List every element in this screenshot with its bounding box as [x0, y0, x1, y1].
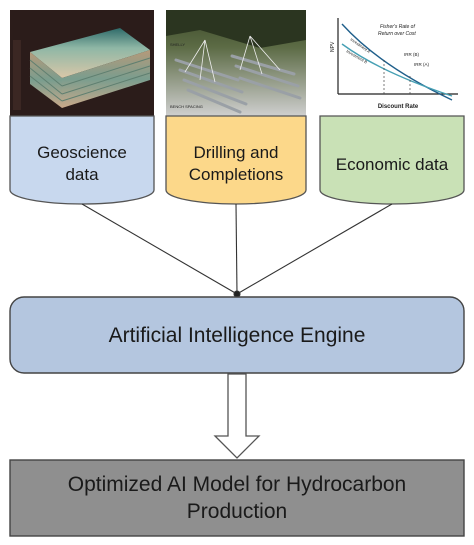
well-pad-render-image: SHELLY BENCH SPACING — [166, 10, 306, 116]
down-arrow — [213, 373, 261, 459]
drilling-tag-1: SHELLY — [170, 42, 185, 47]
output-label-line2: Production — [187, 500, 287, 523]
ai-engine-box — [9, 296, 465, 374]
geoscience-label-line2: data — [65, 165, 99, 184]
geoscience-cylinder — [9, 115, 155, 205]
investment-b-curve — [341, 43, 453, 97]
drilling-cylinder — [165, 115, 307, 205]
economic-label: Economic data — [336, 155, 449, 174]
seismic-volume-image — [10, 10, 154, 116]
drilling-source: SHELLY BENCH SPACING Drilling and Comple… — [165, 10, 307, 205]
npv-ylabel: NPV — [330, 41, 336, 52]
npv-chart-image: NPV Fisher's Rate of Return over Cost In… — [320, 10, 464, 116]
junction-dot — [233, 290, 241, 298]
npv-xlabel: Discount Rate — [378, 104, 419, 110]
output-box — [9, 459, 465, 537]
connector-lines — [81, 203, 393, 298]
geoscience-source: Geoscience data — [9, 10, 155, 205]
irr-b-label: IRR (B) — [404, 52, 420, 57]
ai-engine-label: Artificial Intelligence Engine — [109, 324, 366, 347]
irr-a-label: IRR (A) — [414, 62, 430, 67]
connector-geoscience — [81, 203, 238, 295]
economic-source: NPV Fisher's Rate of Return over Cost In… — [319, 10, 465, 205]
connector-economic — [236, 203, 393, 295]
economic-cylinder — [319, 115, 465, 205]
fisher-annotation-2: Return over Cost — [378, 31, 416, 37]
connector-drilling — [235, 203, 238, 295]
drilling-label-line2: Completions — [189, 165, 284, 184]
investment-a-curve — [341, 23, 453, 101]
drilling-tag-2: BENCH SPACING — [170, 104, 203, 109]
output-label-line1: Optimized AI Model for Hydrocarbon — [68, 473, 406, 496]
fisher-annotation-1: Fisher's Rate of — [380, 24, 415, 30]
geoscience-label-line1: Geoscience — [37, 143, 127, 162]
drilling-label-line1: Drilling and — [193, 143, 278, 162]
